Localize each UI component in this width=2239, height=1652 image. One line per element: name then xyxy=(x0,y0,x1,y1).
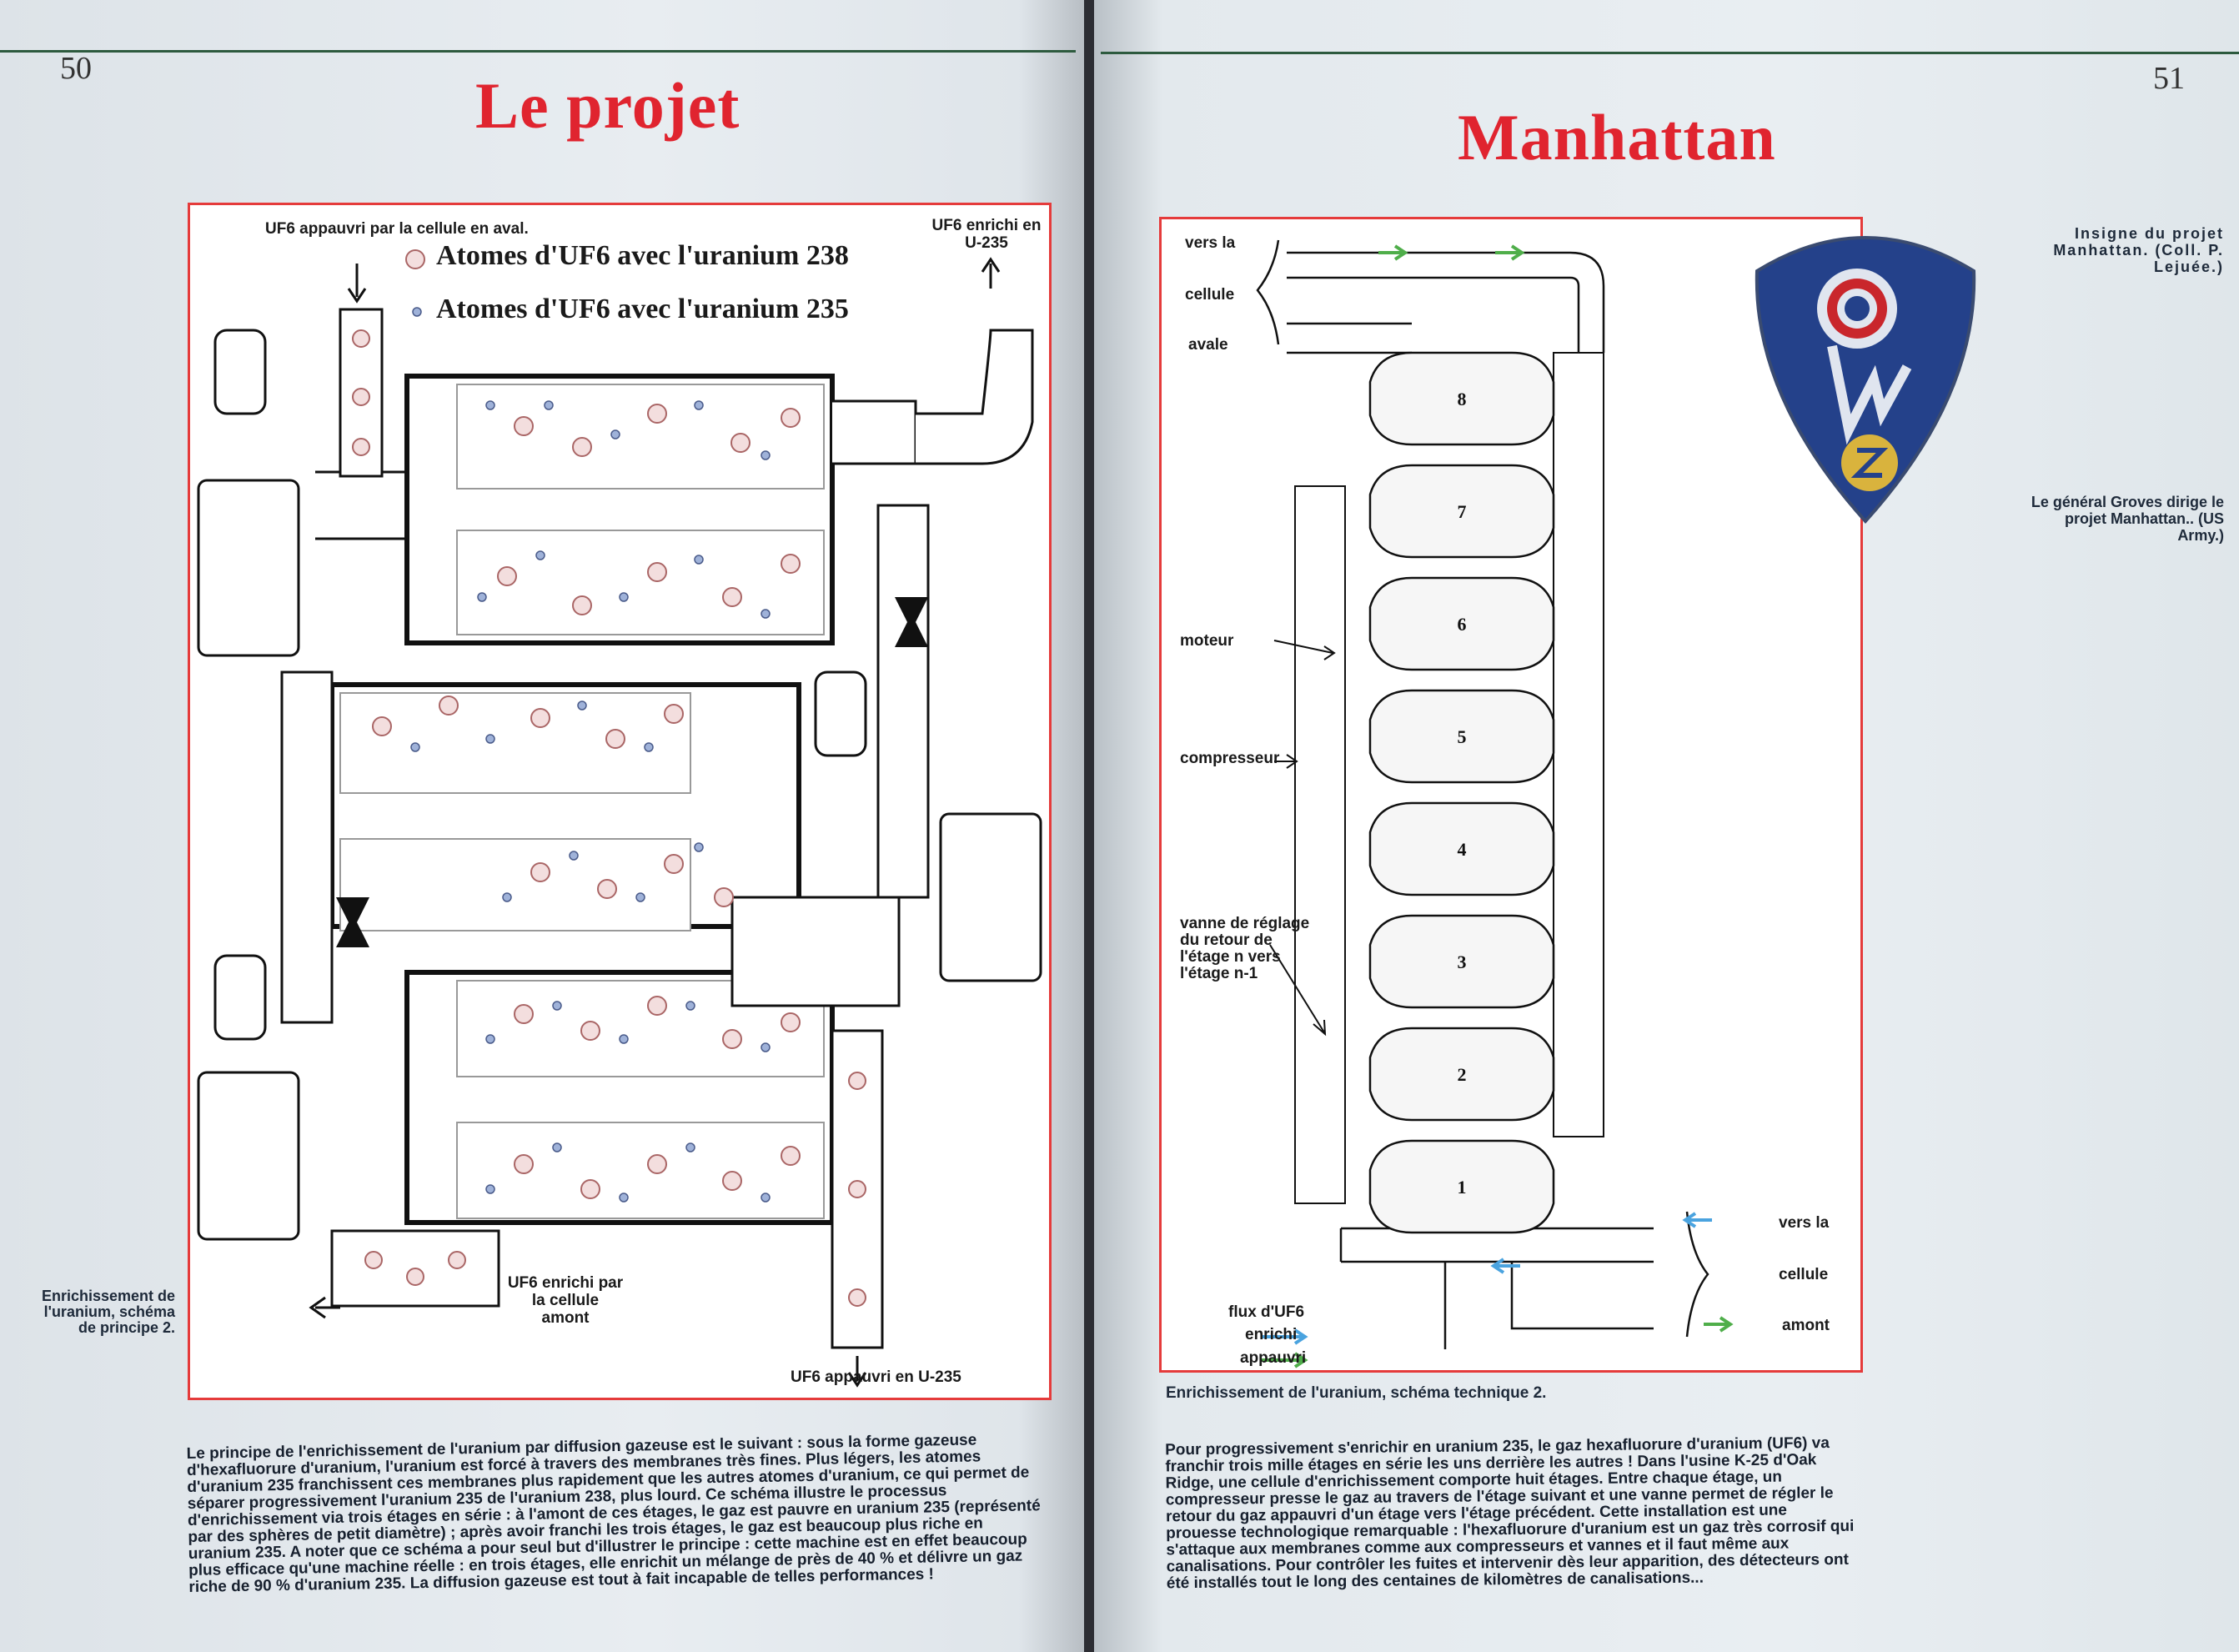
stage-number: 7 xyxy=(1458,501,1467,522)
principle-diagram: UF6 appauvri par la cellule en aval. UF6… xyxy=(188,203,1052,1400)
photo-caption: Le général Groves dirige le projet Manha… xyxy=(2031,494,2224,544)
label-depleted-out: UF6 appauvri en U-235 xyxy=(791,1368,961,1386)
label-enriched-out: UF6 enrichi en U-235 xyxy=(931,217,1042,252)
stage-number: 2 xyxy=(1458,1064,1467,1085)
label-motor: moteur xyxy=(1180,632,1234,650)
stage-2: 2 xyxy=(1368,1027,1555,1122)
stage-4: 4 xyxy=(1368,801,1555,896)
stage-3: 3 xyxy=(1368,914,1555,1009)
label-enriched: enrichi xyxy=(1245,1326,1298,1343)
top-brace-line-2: cellule xyxy=(1185,286,1235,304)
bottom-brace-line-1: vers la xyxy=(1779,1214,1830,1232)
label-valve: vanne de réglage du retour de l'étage n … xyxy=(1180,915,1310,982)
stage-number: 3 xyxy=(1458,952,1467,972)
label-enriched-in: UF6 enrichi par la cellule amont xyxy=(507,1274,624,1327)
technical-diagram: 8 7 6 5 4 3 2 1 vers la cellule avale xyxy=(1159,217,1863,1373)
stage-number: 4 xyxy=(1458,839,1467,860)
label-depleted-in: UF6 appauvri par la cellule en aval. xyxy=(265,220,529,238)
bottom-brace-line-3: amont xyxy=(1782,1317,1830,1334)
stage-8: 8 xyxy=(1368,351,1555,446)
body-text: Pour progressivement s'enrichir en urani… xyxy=(1165,1434,1855,1593)
stage-number: 8 xyxy=(1458,389,1467,409)
page-number: 50 xyxy=(60,51,92,86)
bottom-brace-line-2: cellule xyxy=(1779,1266,1829,1283)
page-title: Manhattan xyxy=(1458,101,1776,173)
diagram-caption: Enrichissement de l'uranium, schéma tech… xyxy=(1166,1384,1547,1402)
header-rule xyxy=(0,50,1076,53)
page-number: 51 xyxy=(2153,61,2185,96)
diffusion-diagram-graphic xyxy=(197,249,1042,1388)
top-brace-line-3: avale xyxy=(1188,336,1228,354)
left-page: 50 Le projet xyxy=(0,0,1084,1652)
legend-u235: Atomes d'UF6 avec l'uranium 235 xyxy=(436,294,849,324)
right-page: 51 Manhattan 8 7 6 5 4 3 2 1 xyxy=(1094,0,2239,1652)
page-title: Le projet xyxy=(475,69,740,142)
label-flux: flux d'UF6 xyxy=(1228,1303,1305,1321)
legend-u238: Atomes d'UF6 avec l'uranium 238 xyxy=(436,240,849,271)
cascade-diagram-graphic: 8 7 6 5 4 3 2 1 xyxy=(1256,239,1734,1368)
stage-7: 7 xyxy=(1368,464,1555,559)
top-brace-line-1: vers la xyxy=(1185,234,1236,252)
stage-number: 5 xyxy=(1458,726,1467,747)
stage-5: 5 xyxy=(1368,689,1555,784)
header-rule xyxy=(1101,52,2239,54)
label-compressor: compresseur xyxy=(1180,750,1280,767)
stage-1: 1 xyxy=(1368,1139,1555,1234)
diagram-caption: Enrichissement de l'uranium, schéma de p… xyxy=(41,1288,175,1336)
stage-number: 1 xyxy=(1458,1177,1467,1198)
label-depleted: appauvri xyxy=(1240,1349,1307,1367)
insignia-caption: Insigne du projet Manhattan. (Coll. P. L… xyxy=(2053,225,2224,275)
stage-number: 6 xyxy=(1458,614,1467,635)
manhattan-insignia xyxy=(1755,236,1976,524)
body-text: Le principe de l'enrichissement de l'ura… xyxy=(186,1431,1041,1596)
stage-6: 6 xyxy=(1368,576,1555,671)
